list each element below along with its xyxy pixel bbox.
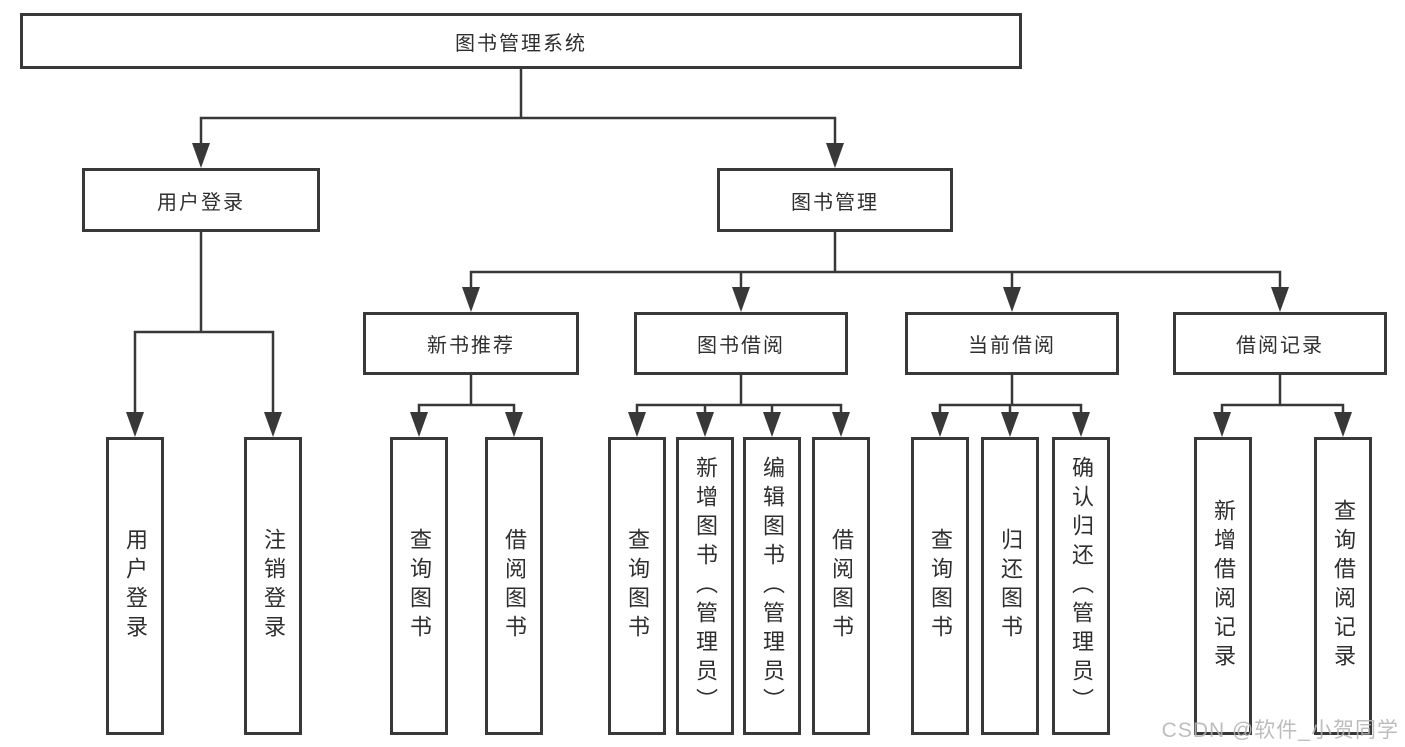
node-confirm-return-admin: 确认归还（管理员） [1052, 437, 1110, 735]
node-label: 新增图书（管理员） [693, 455, 718, 717]
node-user-login-leaf: 用户登录 [106, 437, 164, 735]
node-edit-books-admin: 编辑图书（管理员） [743, 437, 801, 735]
node-label: 用户登录 [157, 191, 245, 214]
node-library-system: 图书管理系统 [20, 13, 1022, 69]
node-query-books-borrowing: 查询图书 [608, 437, 666, 735]
node-label: 查询图书 [928, 528, 953, 644]
node-borrow-books-leaf: 借阅图书 [812, 437, 870, 735]
node-query-books-current: 查询图书 [911, 437, 969, 735]
node-label: 注销登录 [261, 528, 286, 644]
node-query-borrow-record: 查询借阅记录 [1314, 437, 1372, 735]
node-query-books-recommend: 查询图书 [390, 437, 448, 735]
node-book-management: 图书管理 [717, 168, 953, 232]
node-user-login: 用户登录 [82, 168, 320, 232]
node-label: 查询借阅记录 [1331, 499, 1356, 673]
node-label: 图书管理系统 [455, 32, 587, 55]
node-add-borrow-record: 新增借阅记录 [1194, 437, 1252, 735]
node-new-book-recommend: 新书推荐 [363, 312, 579, 375]
node-label: 新增借阅记录 [1211, 499, 1236, 673]
node-label: 查询图书 [407, 528, 432, 644]
node-current-borrowing: 当前借阅 [905, 312, 1119, 375]
node-book-borrowing: 图书借阅 [634, 312, 848, 375]
node-label: 当前借阅 [968, 335, 1056, 357]
node-label: 查询图书 [625, 528, 650, 644]
node-label: 确认归还（管理员） [1069, 455, 1094, 717]
node-logout: 注销登录 [244, 437, 302, 735]
node-borrow-records: 借阅记录 [1173, 312, 1387, 375]
node-add-books-admin: 新增图书（管理员） [676, 437, 734, 735]
node-label: 图书借阅 [697, 335, 785, 357]
node-label: 图书管理 [791, 191, 879, 214]
node-label: 用户登录 [123, 528, 148, 644]
node-label: 新书推荐 [427, 335, 515, 357]
node-return-books: 归还图书 [981, 437, 1039, 735]
node-label: 借阅图书 [829, 528, 854, 644]
node-label: 归还图书 [998, 528, 1023, 644]
watermark: CSDN @软件_小贺同学 [1161, 719, 1399, 742]
node-borrow-books-recommend: 借阅图书 [485, 437, 543, 735]
node-label: 借阅图书 [502, 528, 527, 644]
node-label: 借阅记录 [1236, 335, 1324, 357]
node-label: 编辑图书（管理员） [760, 455, 785, 717]
